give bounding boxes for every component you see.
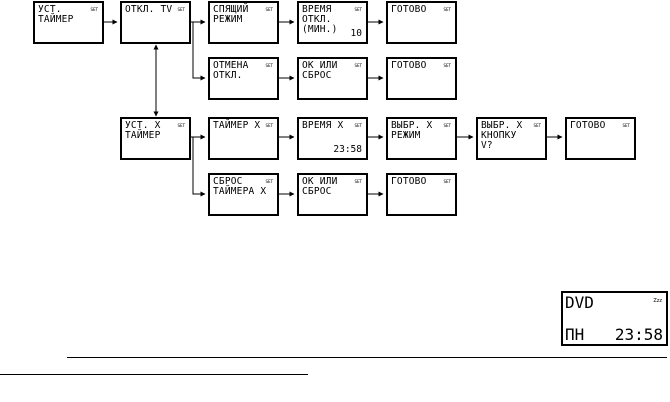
set-indicator: SET: [533, 123, 541, 128]
box-label: ОК ИЛИ СБРОС: [302, 60, 338, 81]
box-label: ОТМЕНА ОТКЛ.: [213, 60, 249, 81]
set-indicator: SET: [443, 123, 451, 128]
box-label: ТАЙМЕР X: [213, 120, 261, 131]
set-indicator: SET: [265, 7, 273, 12]
box-label: ВРЕМЯ ОТКЛ. (МИН.): [302, 4, 338, 35]
box-label: СБРОС ТАЙМЕРА X: [213, 176, 267, 197]
box-done-3: ГОТОВО SET: [565, 117, 636, 160]
box-label: ОТКЛ. TV: [125, 4, 173, 15]
box-time-x: ВРЕМЯ X SET 23:58: [297, 117, 368, 160]
sleep-indicator: Zzz: [653, 298, 662, 304]
box-set-timer: УСТ. ТАЙМЕР SET: [33, 1, 104, 44]
set-indicator: SET: [354, 63, 362, 68]
box-select-x-mode: ВЫБР. X РЕЖИМ SET: [386, 117, 457, 160]
set-indicator: SET: [177, 123, 185, 128]
box-label: УСТ. X ТАЙМЕР: [125, 120, 161, 141]
box-done-1: ГОТОВО SET: [386, 1, 457, 44]
set-indicator: SET: [177, 7, 185, 12]
box-value: 23:58: [333, 144, 362, 155]
divider-rule-top: [67, 357, 667, 358]
display-time: 23:58: [614, 325, 663, 344]
set-indicator: SET: [265, 123, 273, 128]
set-indicator: SET: [354, 123, 362, 128]
box-label: ГОТОВО: [391, 176, 427, 187]
set-indicator: SET: [265, 179, 273, 184]
box-label: ВЫБР. X КНОПКУ V?: [481, 120, 523, 151]
box-ok-or-reset-1: ОК ИЛИ СБРОС SET: [297, 57, 368, 100]
box-label: ГОТОВО: [391, 4, 427, 15]
set-indicator: SET: [443, 7, 451, 12]
box-label: ОК ИЛИ СБРОС: [302, 176, 338, 197]
box-off-tv: ОТКЛ. TV SET: [120, 1, 191, 44]
set-indicator: SET: [90, 7, 98, 12]
arrow-branch-to-reset: [192, 137, 206, 197]
set-indicator: SET: [443, 179, 451, 184]
box-done-4: ГОТОВО SET: [386, 173, 457, 216]
box-label: ГОТОВО: [391, 60, 427, 71]
box-time-off-min: ВРЕМЯ ОТКЛ. (МИН.) SET 10: [297, 1, 368, 44]
box-reset-timer-x: СБРОС ТАЙМЕРА X SET: [208, 173, 279, 216]
box-label: ВЫБР. X РЕЖИМ: [391, 120, 433, 141]
box-label: ВРЕМЯ X: [302, 120, 344, 131]
box-label: ГОТОВО: [570, 120, 606, 131]
lcd-display: DVD Zzz ПН 23:58: [561, 291, 668, 346]
box-done-2: ГОТОВО SET: [386, 57, 457, 100]
box-select-x-button: ВЫБР. X КНОПКУ V? SET: [476, 117, 547, 160]
set-indicator: SET: [622, 123, 630, 128]
display-source: DVD: [565, 293, 594, 312]
box-timer-x: ТАЙМЕР X SET: [208, 117, 279, 160]
box-label: УСТ. ТАЙМЕР: [38, 4, 74, 25]
set-indicator: SET: [443, 63, 451, 68]
box-label: СПЯЩИЙ РЕЖИМ: [213, 4, 249, 25]
box-cancel-off: ОТМЕНА ОТКЛ. SET: [208, 57, 279, 100]
box-ok-or-reset-2: ОК ИЛИ СБРОС SET: [297, 173, 368, 216]
divider-rule-bottom: [0, 374, 308, 375]
box-set-x-timer: УСТ. X ТАЙМЕР SET: [120, 117, 191, 160]
display-day: ПН: [565, 325, 585, 344]
box-value: 10: [350, 28, 362, 39]
set-indicator: SET: [354, 7, 362, 12]
set-indicator: SET: [265, 63, 273, 68]
box-sleep-mode: СПЯЩИЙ РЕЖИМ SET: [208, 1, 279, 44]
arrow-branch-to-cancel: [192, 22, 206, 81]
set-indicator: SET: [354, 179, 362, 184]
